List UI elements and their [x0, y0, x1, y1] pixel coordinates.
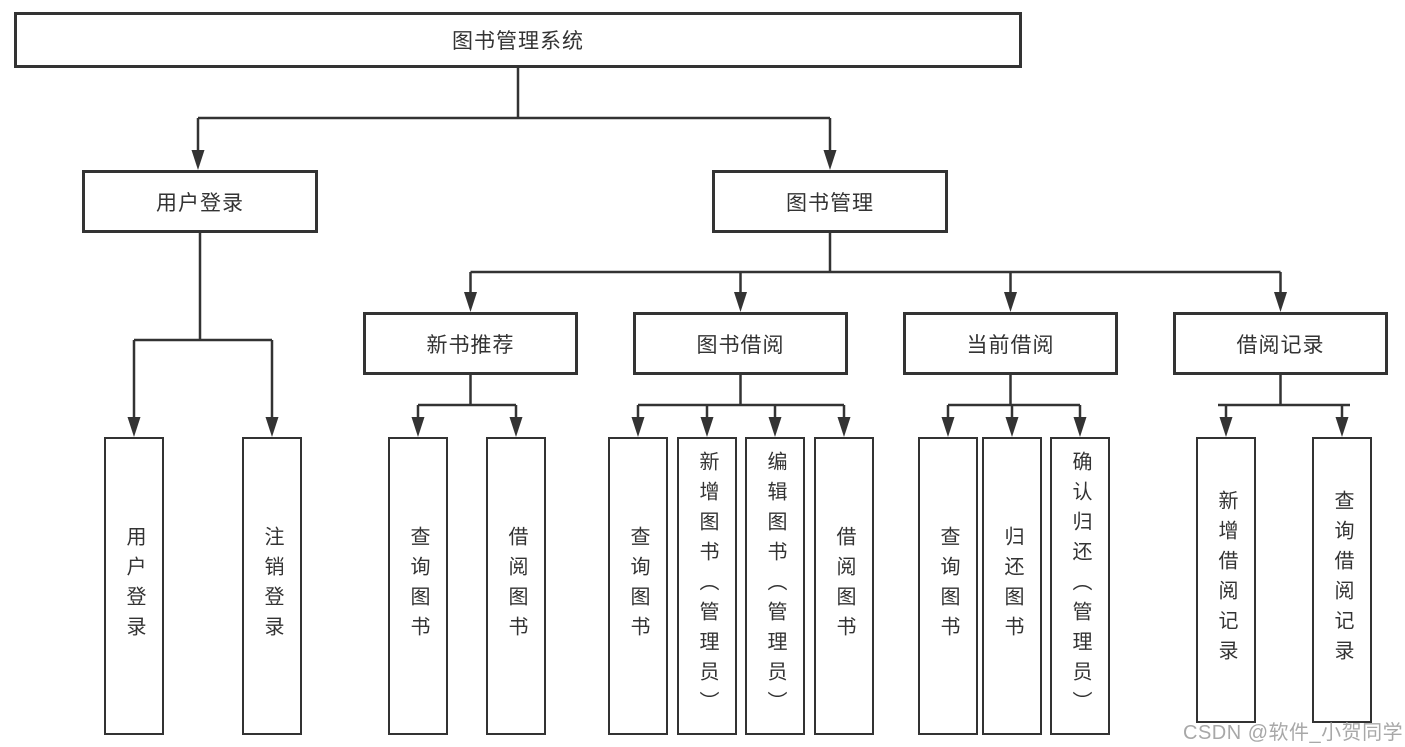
leaf-add-borrow-record: 新增借阅记录: [1196, 437, 1256, 723]
leaf-query-borrow-record: 查询借阅记录: [1312, 437, 1372, 723]
leaf-borrow-books-recommend: 借阅图书: [486, 437, 546, 735]
node-book-management: 图书管理: [712, 170, 948, 233]
node-current-borrowing: 当前借阅: [903, 312, 1118, 375]
leaf-confirm-return-admin: 确认归还（管理员）: [1050, 437, 1110, 735]
node-borrow-records: 借阅记录: [1173, 312, 1388, 375]
leaf-return-books: 归还图书: [982, 437, 1042, 735]
node-user-login: 用户登录: [82, 170, 318, 233]
node-book-management-system: 图书管理系统: [14, 12, 1022, 68]
leaf-query-books-recommend: 查询图书: [388, 437, 448, 735]
leaf-query-books-borrowing: 查询图书: [608, 437, 668, 735]
node-book-borrowing: 图书借阅: [633, 312, 848, 375]
watermark-text: CSDN @软件_小贺同学: [1183, 722, 1404, 744]
leaf-query-books-current: 查询图书: [918, 437, 978, 735]
node-new-book-recommend: 新书推荐: [363, 312, 578, 375]
leaf-edit-books-admin: 编辑图书（管理员）: [745, 437, 805, 735]
leaf-user-login: 用户登录: [104, 437, 164, 735]
leaf-logout: 注销登录: [242, 437, 302, 735]
leaf-add-books-admin: 新增图书（管理员）: [677, 437, 737, 735]
leaf-borrow-books: 借阅图书: [814, 437, 874, 735]
